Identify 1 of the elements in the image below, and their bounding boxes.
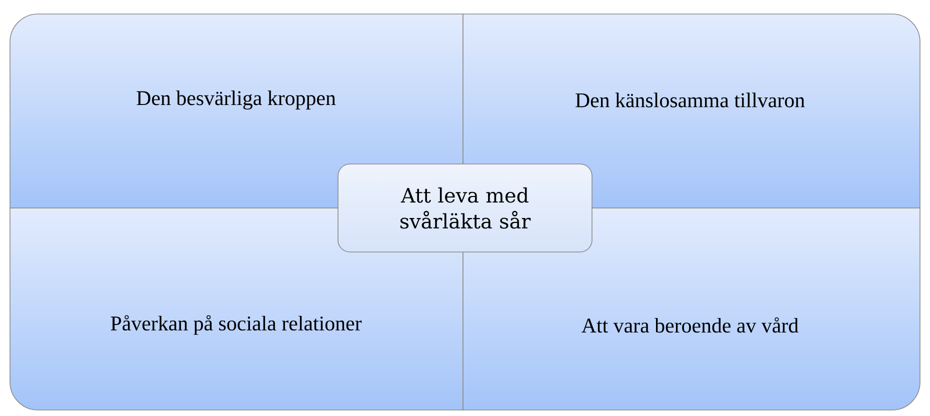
center-box: Att leva med svårläkta sår bbox=[338, 164, 592, 252]
